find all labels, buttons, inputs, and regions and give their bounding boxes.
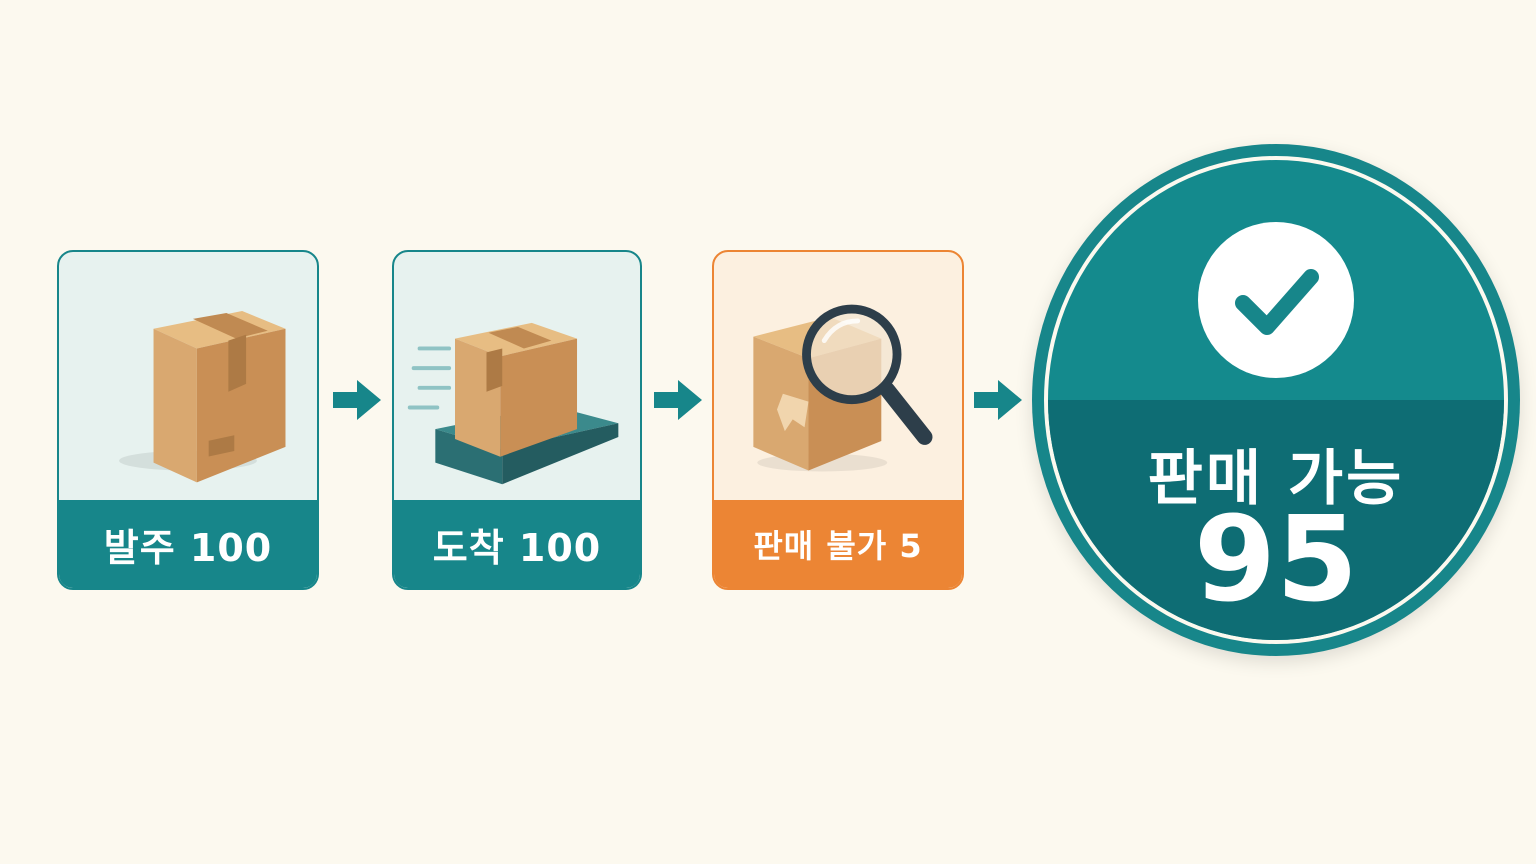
result-value: 95	[1193, 490, 1359, 628]
box-on-pallet-icon	[394, 252, 640, 502]
arrow-right-icon	[333, 380, 381, 420]
step-label: 판매 불가 5	[714, 500, 962, 588]
result-ring: 판매 가능 95	[1044, 156, 1508, 644]
step-card-arrival: 도착 100	[392, 250, 642, 590]
result-title: 판매 가능	[1147, 444, 1405, 514]
step-card-order: 발주 100	[57, 250, 319, 590]
box-icon	[59, 252, 317, 502]
check-icon	[1198, 222, 1354, 378]
step-label: 발주 100	[59, 500, 317, 588]
step-label: 도착 100	[394, 500, 640, 588]
inspect-magnifier-icon	[714, 252, 962, 502]
arrow-right-icon	[654, 380, 702, 420]
sellable-result-badge: 판매 가능 95	[1032, 144, 1520, 656]
step-card-unsellable: 판매 불가 5	[712, 250, 964, 590]
arrow-right-icon	[974, 380, 1022, 420]
result-lower-band	[1048, 400, 1504, 640]
